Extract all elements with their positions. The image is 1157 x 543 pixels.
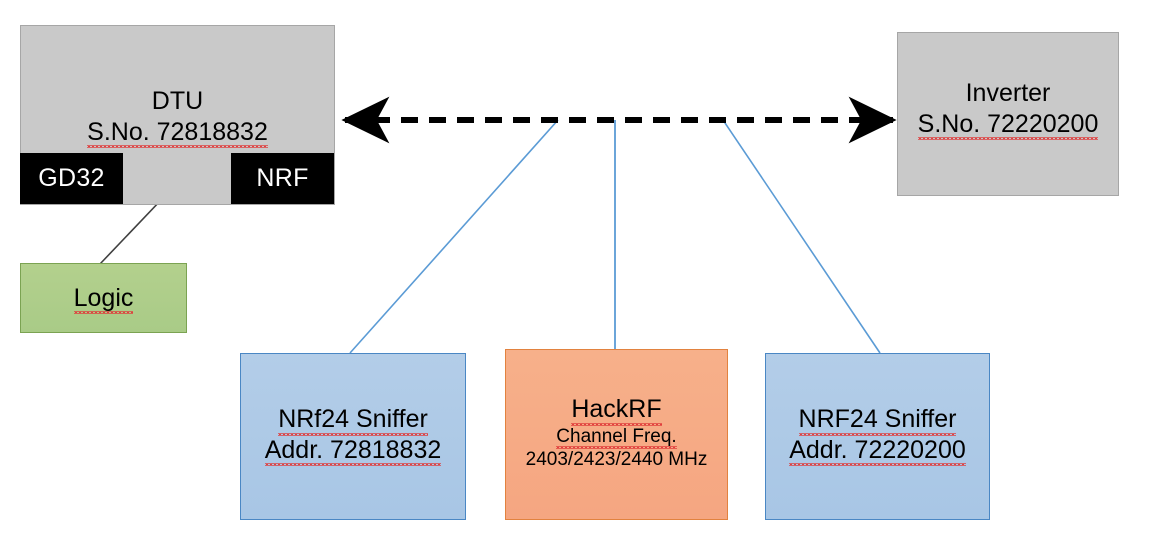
node-nrf[interactable]: NRF xyxy=(231,153,334,204)
sniffer-left-label: NRf24 Sniffer xyxy=(278,404,428,435)
hackrf-label-text: HackRF xyxy=(571,395,662,425)
sniffer-left-address: Addr. 72818832 xyxy=(264,435,442,466)
node-hackrf[interactable]: HackRF Channel Freq. 2403/2423/2440 MHz xyxy=(505,349,728,520)
sniffer-right-label: NRF24 Sniffer xyxy=(798,404,957,435)
hackrf-frequencies: 2403/2423/2440 MHz xyxy=(525,448,708,470)
inverter-label: Inverter xyxy=(965,79,1051,107)
node-inverter[interactable]: Inverter S.No. 72220200 xyxy=(897,32,1119,196)
sniffer-right-tap-line xyxy=(722,119,881,354)
node-sniffer-left[interactable]: NRf24 Sniffer Addr. 72818832 xyxy=(240,353,466,520)
dtu-serial-text: S.No. 72818832 xyxy=(87,117,268,148)
dtu-label: DTU xyxy=(151,87,204,115)
hackrf-label: HackRF xyxy=(571,394,662,425)
inverter-serial-text: S.No. 72220200 xyxy=(917,109,1099,140)
sniffer-left-label-text: NRf24 Sniffer xyxy=(278,405,428,435)
nrf-label: NRF xyxy=(256,164,309,192)
node-sniffer-right[interactable]: NRF24 Sniffer Addr. 72220200 xyxy=(765,353,990,520)
logic-label: Logic xyxy=(73,283,134,314)
sniffer-right-address-text: Addr. 72220200 xyxy=(789,435,966,466)
sniffer-left-tap-line xyxy=(349,119,559,354)
node-gd32[interactable]: GD32 xyxy=(20,153,123,204)
node-logic[interactable]: Logic xyxy=(20,263,187,333)
inverter-serial: S.No. 72220200 xyxy=(917,109,1099,140)
sniffer-right-address: Addr. 72220200 xyxy=(789,435,966,466)
gd32-label: GD32 xyxy=(38,164,105,192)
hackrf-subtitle-text: Channel Freq. xyxy=(556,425,678,449)
sniffer-right-label-text: NRF24 Sniffer xyxy=(798,405,957,435)
sniffer-left-address-text: Addr. 72818832 xyxy=(264,435,442,466)
hackrf-subtitle: Channel Freq. xyxy=(556,425,678,449)
dtu-serial: S.No. 72818832 xyxy=(87,117,268,148)
